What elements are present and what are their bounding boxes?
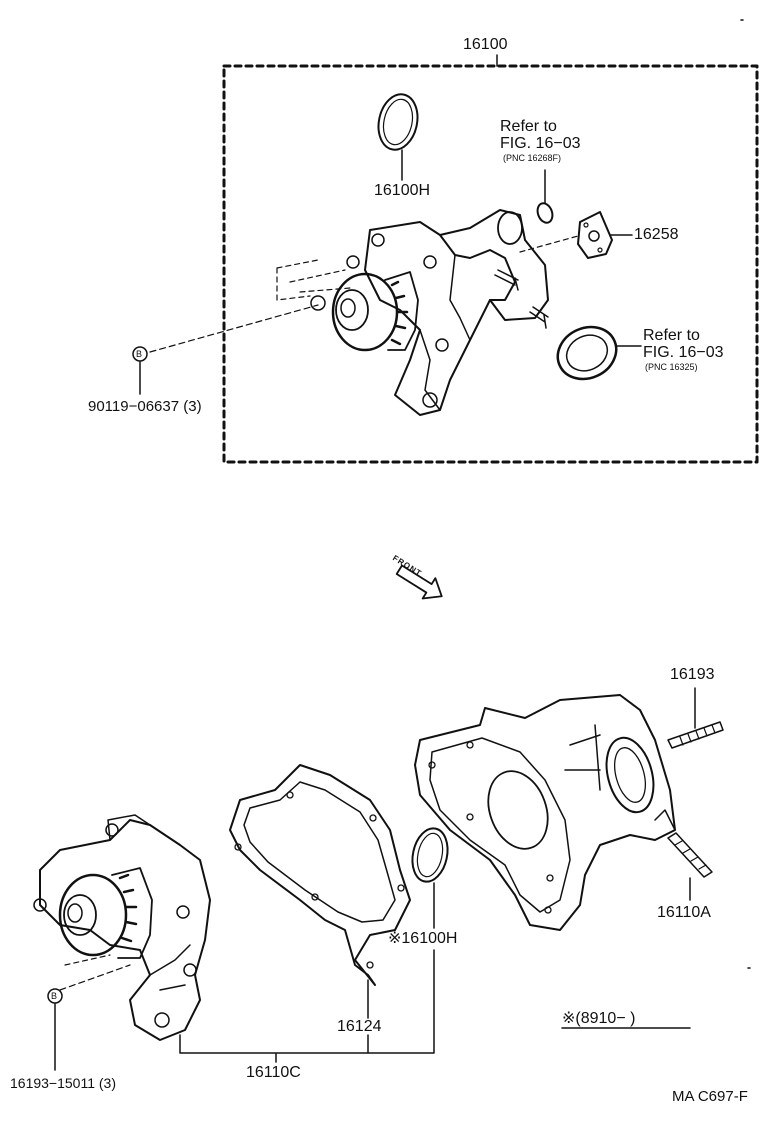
- label-assy: 16100: [463, 36, 508, 53]
- label-bolt-top: 90119−06637 (3): [88, 398, 202, 415]
- bolt-marker-top: B: [136, 349, 143, 359]
- stud-icon: [667, 832, 713, 878]
- label-bolt-bottom: 16193−15011 (3): [10, 1075, 116, 1091]
- stud-icon: [667, 721, 724, 749]
- label-stud-bottom: 16110A: [657, 904, 711, 921]
- front-arrow-icon: [395, 564, 443, 600]
- oring-icon: [556, 325, 618, 381]
- label-16258: 16258: [634, 226, 679, 243]
- label-figure-code: MA C697-F: [672, 1088, 748, 1105]
- label-refer1-pnc: (PNC 16268F): [503, 153, 562, 163]
- label-refer1-line2: FIG. 16−03: [500, 135, 581, 152]
- label-refer1-line1: Refer to: [500, 118, 557, 135]
- label-stud-top: 16193: [670, 666, 715, 683]
- oring-icon: [411, 827, 449, 883]
- label-refer2-pnc: (PNC 16325): [645, 362, 698, 372]
- bolt-marker-bottom: B: [51, 991, 58, 1001]
- gasket-icon: [577, 211, 613, 259]
- label-note: ※(8910− ): [562, 1010, 636, 1027]
- label-oring-bottom: ※16100H: [388, 930, 458, 947]
- gasket-icon: [229, 764, 411, 986]
- label-refer2-line2: FIG. 16−03: [643, 344, 724, 361]
- label-oring-top: 16100H: [374, 182, 431, 199]
- pump-assy-bracket: [179, 949, 435, 1063]
- label-refer2-line1: Refer to: [643, 327, 700, 344]
- oring-icon: [536, 202, 554, 224]
- oring-icon: [377, 93, 419, 151]
- housing-icon: [414, 694, 676, 931]
- bolt-marker-icon: [132, 346, 148, 362]
- label-pump-assy: 16110C: [246, 1064, 301, 1081]
- assy-frame: [222, 64, 759, 464]
- label-gasket: 16124: [337, 1018, 382, 1035]
- water-pump-icon: [33, 814, 211, 1041]
- bolt-marker-icon: [47, 988, 63, 1004]
- water-pump-icon: [310, 209, 549, 416]
